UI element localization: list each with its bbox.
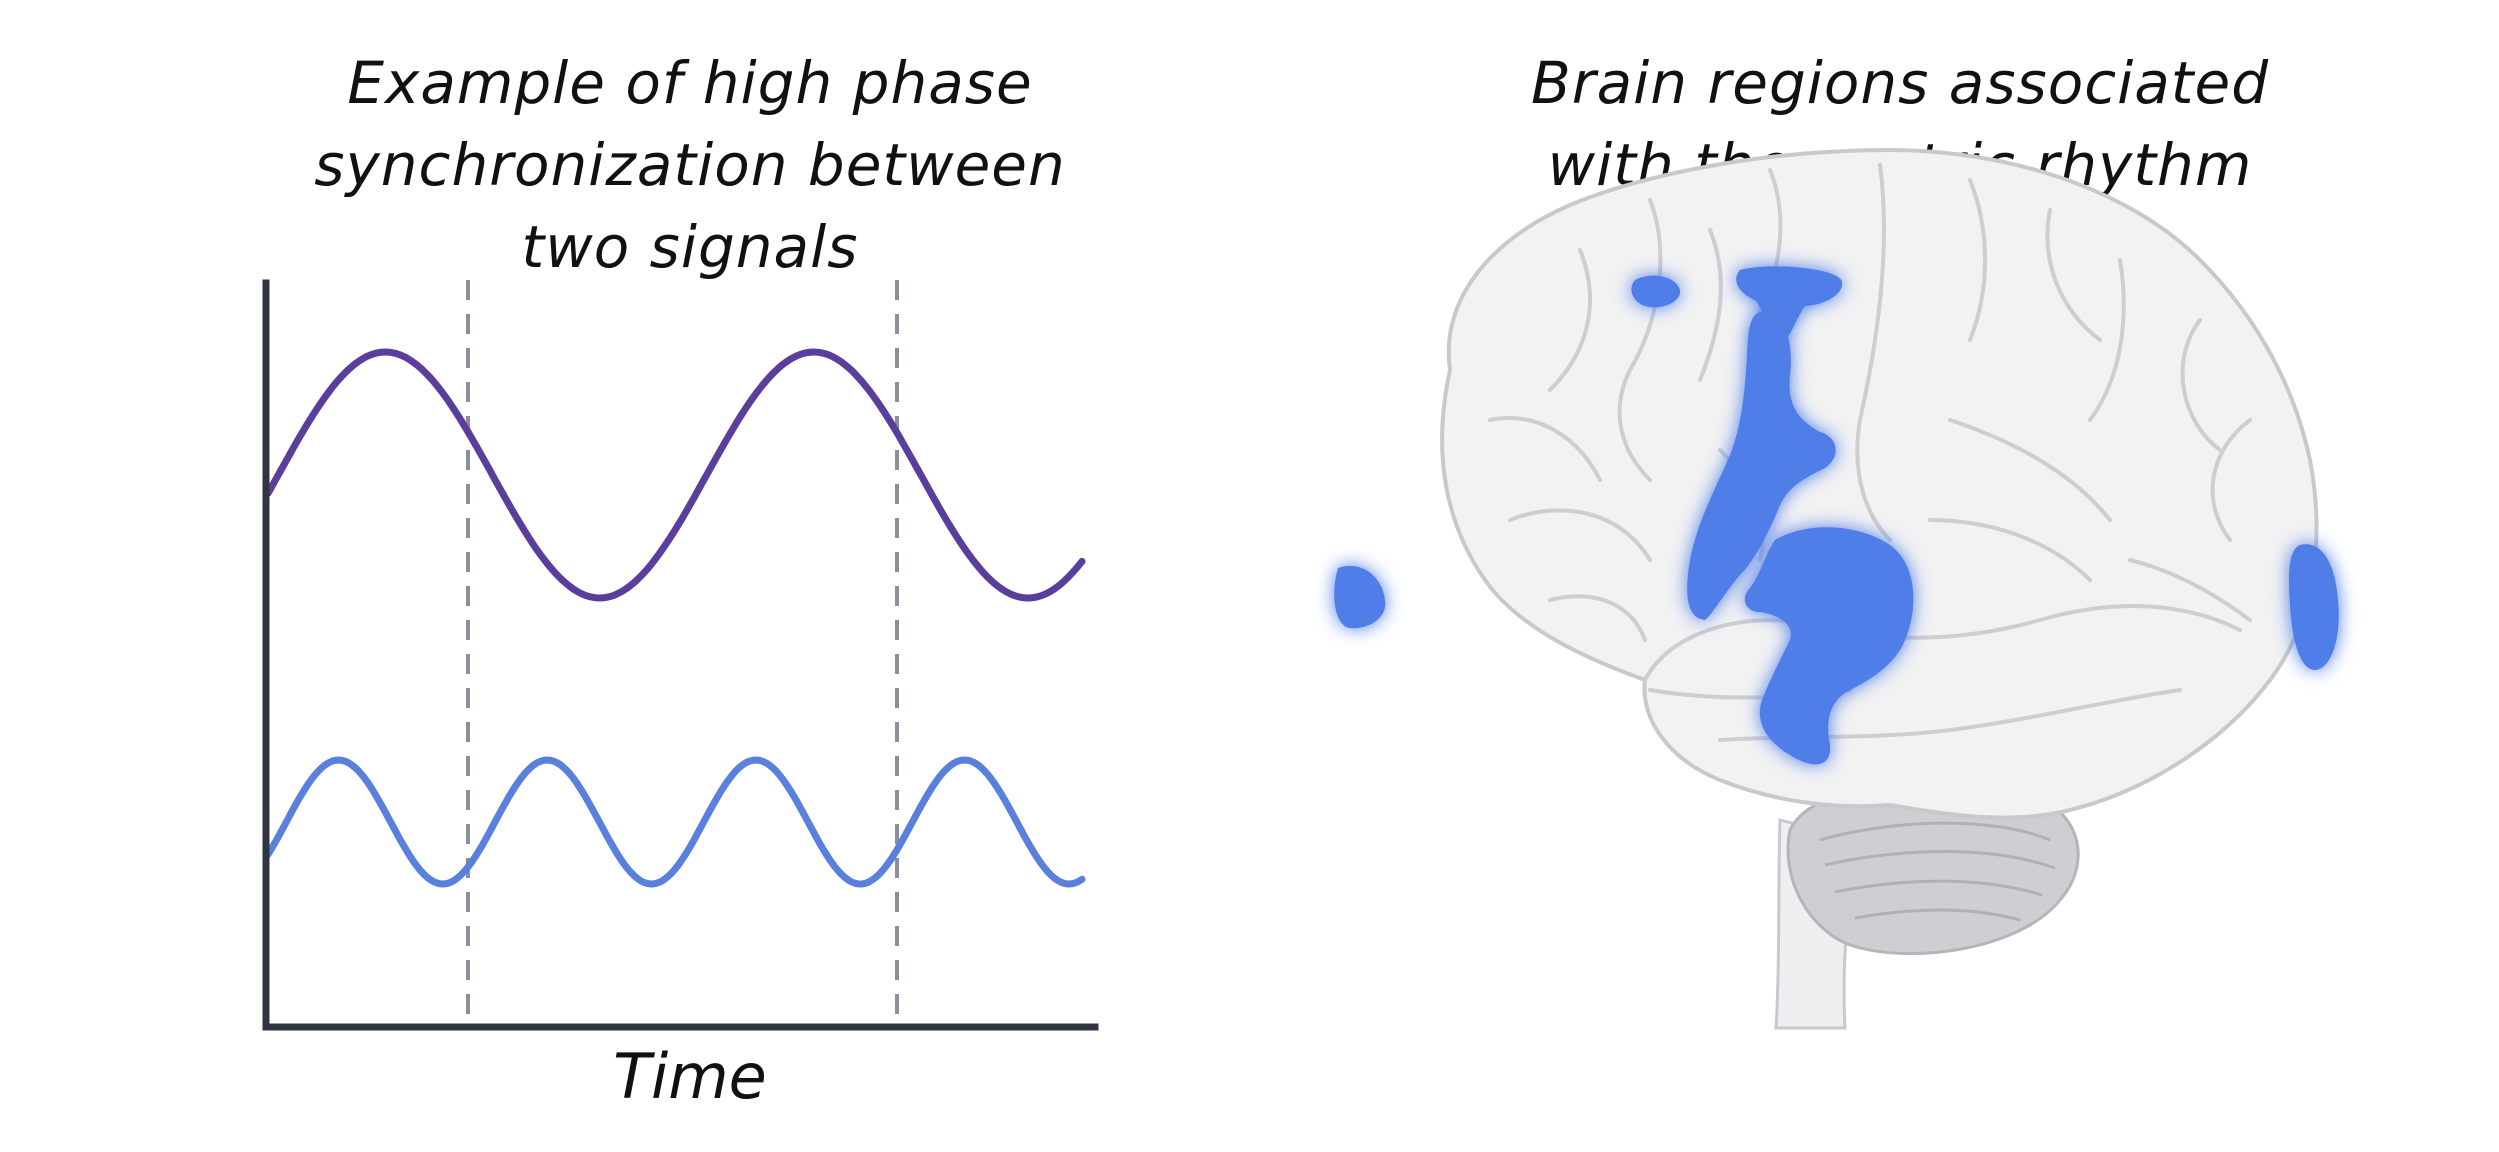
brain-title: Brain regions associated with the gastri… [1530,49,2270,199]
brain-panel: Brain regions associated with the gastri… [1250,0,2499,1152]
region-precentral-strip [1687,311,1836,620]
gastric-network-regions [1334,266,2339,765]
region-occipital [2289,544,2339,670]
slow-signal-line [264,348,1086,602]
brain-folds [1488,163,2252,742]
region-insula-temporal [1744,527,1914,765]
region-central-upper [1736,266,1843,345]
phase-sync-chart [262,279,1099,1031]
region-frontal-pole [1334,565,1386,629]
region-superior-frontal [1631,275,1681,308]
brain-illustration [1334,147,2339,1030]
x-axis-label: Time [613,1040,767,1113]
fast-signal-line [264,756,1086,888]
phase-sync-title: Example of high phase synchronization be… [314,49,1066,281]
phase-sync-panel: Example of high phase synchronization be… [262,49,1099,1113]
cerebrum [1440,147,2319,820]
